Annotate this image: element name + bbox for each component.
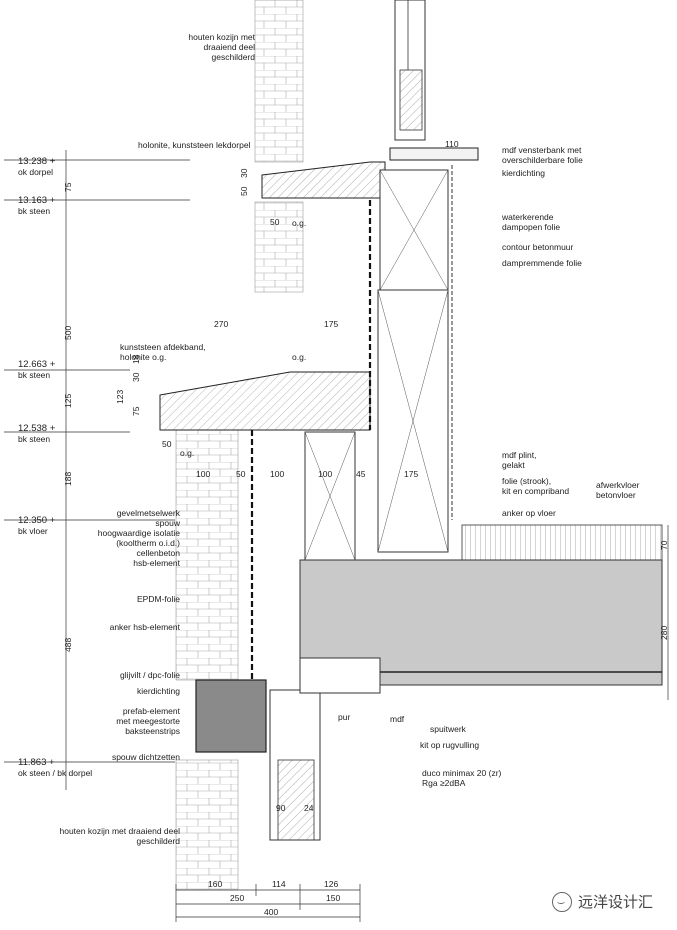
dim-70: 70 xyxy=(659,540,669,550)
level-6: 11.863 +ok steen / bk dorpel xyxy=(18,758,92,779)
label-og-1: o.g. xyxy=(292,218,307,228)
label-houten-kozijn-bottom: houten kozijn met draaiend deel geschild… xyxy=(59,826,181,846)
label-dampremmend: dampremmende folie xyxy=(502,258,582,268)
dim-50-c: 50 xyxy=(162,439,172,449)
label-duco: duco minimax 20 (zr) Rga ≥2dBA xyxy=(422,768,502,788)
level-value: 12.350 + xyxy=(18,515,56,526)
dim-175-a: 175 xyxy=(324,319,339,329)
dim-50-b: 50 xyxy=(270,217,280,227)
level-sub: bk steen xyxy=(18,206,51,216)
level-value: 13.163 + xyxy=(18,195,56,206)
dim-100-a: 100 xyxy=(196,469,211,479)
bottom-dimension-lines xyxy=(175,884,361,922)
dim-123: 123 xyxy=(115,389,125,404)
dim-280: 280 xyxy=(659,625,669,640)
label-hsb-element: hsb-element xyxy=(133,558,180,568)
dim-100-b: 100 xyxy=(270,469,285,479)
label-pur: pur xyxy=(338,712,351,722)
wechat-icon xyxy=(551,891,572,912)
vdim-500: 500 xyxy=(63,325,73,340)
label-lekdorpel: holonite, kunststeen lekdorpel xyxy=(138,140,251,150)
afdekband xyxy=(159,371,371,431)
brickwork-middle xyxy=(254,201,304,293)
watermark: 远洋设计汇 xyxy=(551,891,653,912)
label-vensterbank: mdf vensterbank met overschilderbare fol… xyxy=(502,145,583,165)
dim-270: 270 xyxy=(214,319,229,329)
label-epdm: EPDM-folie xyxy=(137,594,180,604)
vdim-188: 188 xyxy=(63,471,73,486)
afwerkvloer xyxy=(461,524,663,561)
level-1: 13.238 +ok dorpel xyxy=(18,157,55,178)
level-sub: ok dorpel xyxy=(18,167,53,177)
dim-30-a: 30 xyxy=(239,168,249,178)
level-3: 12.663 +bk steen xyxy=(18,360,55,381)
level-ticks xyxy=(4,159,190,763)
label-glijvilt: glijvilt / dpc-folie xyxy=(120,670,180,680)
dim-18: 18 xyxy=(131,354,141,364)
level-5: 12.350 +bk vloer xyxy=(18,516,55,537)
level-value: 12.663 + xyxy=(18,359,56,370)
prefab-element xyxy=(195,679,267,753)
label-og-3: o.g. xyxy=(180,448,195,458)
level-sub: bk vloer xyxy=(18,526,48,536)
level-sub: ok steen / bk dorpel xyxy=(18,768,93,778)
label-gevelmetselwerk: gevelmetselwerk xyxy=(116,508,180,518)
label-mdf-plint: mdf plint, gelakt xyxy=(502,450,537,470)
label-mdf: mdf xyxy=(390,714,405,724)
label-kit: kit op rugvulling xyxy=(420,740,480,750)
label-folie-strook: folie (strook), kit en compriband xyxy=(502,476,570,496)
label-anker-vloer: anker op vloer xyxy=(502,508,556,518)
vdim-488: 488 xyxy=(63,637,73,652)
level-2: 13.163 +bk steen xyxy=(18,196,55,217)
brickwork-bottom xyxy=(175,759,239,891)
brickwork-upper xyxy=(254,0,304,163)
lekdorpel xyxy=(261,161,386,199)
dim-110: 110 xyxy=(445,139,459,149)
label-afdekband: kunststeen afdekband, holonite o.g. xyxy=(120,342,206,362)
level-4: 12.538 +bk steen xyxy=(18,424,55,445)
bottom-dim-250: 250 xyxy=(230,893,245,903)
dim-50-a: 50 xyxy=(239,186,249,196)
dim-30-b: 30 xyxy=(131,372,141,382)
dim-45: 45 xyxy=(356,469,366,479)
label-kierdichting-right: kierdichting xyxy=(502,168,545,178)
label-waterkerende: waterkerende dampopen folie xyxy=(502,212,561,232)
label-houten-kozijn-top: houten kozijn met draaiend deel geschild… xyxy=(188,32,255,62)
dim-50-d: 50 xyxy=(236,469,246,479)
vensterbank xyxy=(389,147,479,161)
label-prefab: prefab-element met meegestorte baksteens… xyxy=(116,706,180,736)
level-value: 12.538 + xyxy=(18,423,56,434)
label-og-2: o.g. xyxy=(292,352,307,362)
level-value: 13.238 + xyxy=(18,156,56,167)
dim-24: 24 xyxy=(304,803,314,813)
level-sub: bk steen xyxy=(18,370,51,380)
label-anker-hsb: anker hsb-element xyxy=(109,622,180,632)
dim-75-b: 75 xyxy=(131,406,141,416)
label-afwerkvloer: afwerkvloer betonvloer xyxy=(596,480,640,500)
bottom-dim-160: 160 xyxy=(208,879,223,889)
label-contour: contour betonmuur xyxy=(502,242,574,252)
bottom-dim-150: 150 xyxy=(326,893,341,903)
bottom-dim-400: 400 xyxy=(264,907,279,917)
watermark-text: 远洋设计汇 xyxy=(577,894,653,911)
bottom-dim-126: 126 xyxy=(324,879,339,889)
label-isolatie: hoogwaardige isolatie (kooltherm o.i.d.) xyxy=(97,528,180,548)
label-spuitwerk: spuitwerk xyxy=(430,724,466,734)
bottom-dim-114: 114 xyxy=(272,879,286,889)
vdim-75: 75 xyxy=(63,182,73,192)
dim-100-c: 100 xyxy=(318,469,333,479)
label-kierdichting-left: kierdichting xyxy=(137,686,180,696)
level-sub: bk steen xyxy=(18,434,51,444)
label-spouw: spouw xyxy=(155,518,180,528)
dim-90: 90 xyxy=(276,803,286,813)
dim-175-b: 175 xyxy=(404,469,419,479)
label-spouw-dichtzetten: spouw dichtzetten xyxy=(111,752,180,762)
label-cellenbeton: cellenbeton xyxy=(136,548,180,558)
brickwork-lower xyxy=(175,429,239,681)
vdim-125: 125 xyxy=(63,393,73,408)
level-value: 11.863 + xyxy=(18,757,55,768)
